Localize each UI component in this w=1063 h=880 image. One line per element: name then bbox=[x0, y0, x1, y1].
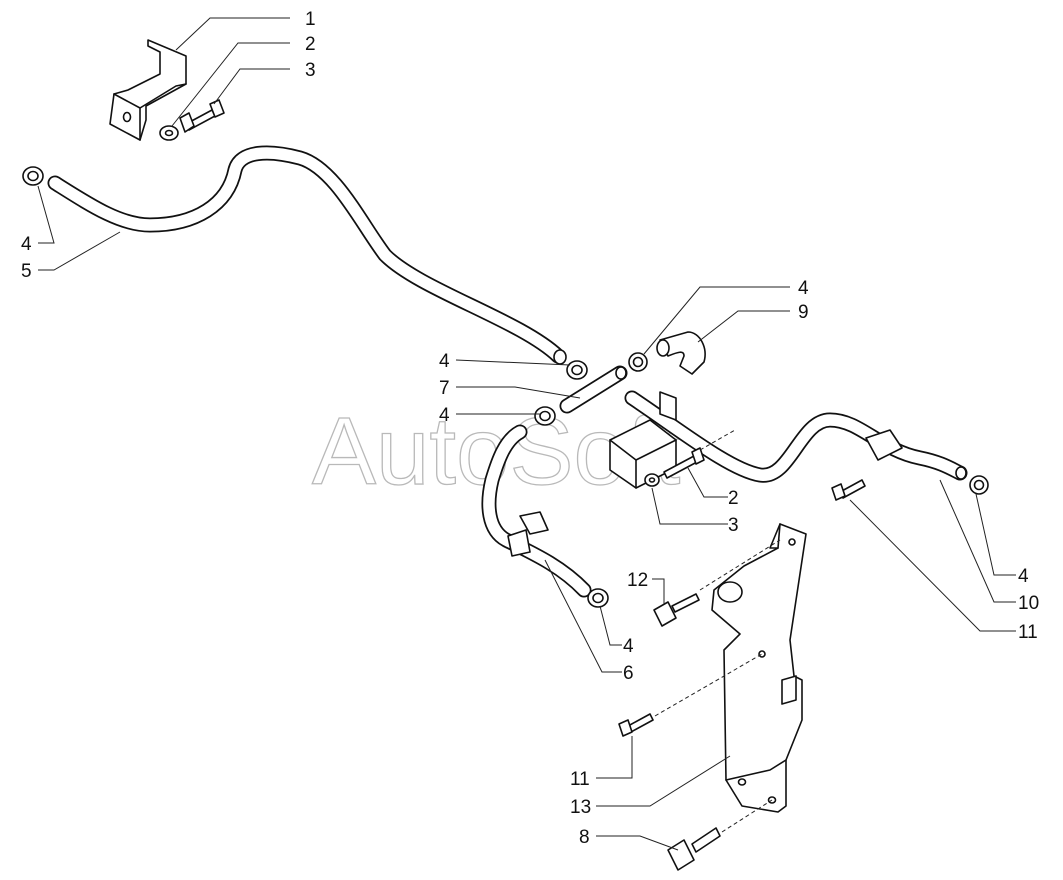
callout-2-center: 2 bbox=[728, 488, 739, 509]
alignment-line-bolt-12 bbox=[699, 539, 781, 591]
washer-part-2-center bbox=[644, 473, 660, 487]
bolt-part-3-center bbox=[663, 447, 705, 479]
mounting-plate-part-13 bbox=[711, 523, 807, 813]
callout-8: 8 bbox=[579, 827, 590, 848]
callout-3-center: 3 bbox=[728, 515, 739, 536]
callout-4-center-b: 4 bbox=[439, 405, 450, 426]
callout-3-top: 3 bbox=[305, 60, 316, 81]
hose-part-5 bbox=[47, 145, 567, 365]
callout-4-center-a: 4 bbox=[439, 351, 450, 372]
callout-2-top: 2 bbox=[305, 34, 316, 55]
bolt-part-11-right bbox=[831, 479, 866, 501]
bolt-part-3-top bbox=[179, 99, 225, 133]
callout-4-left: 4 bbox=[21, 234, 32, 255]
callout-10: 10 bbox=[1018, 593, 1039, 614]
hose-part-6 bbox=[481, 424, 592, 598]
callout-1: 1 bbox=[305, 9, 316, 30]
alignment-line-bolt-8 bbox=[721, 799, 773, 833]
pipe-part-10 bbox=[624, 390, 968, 483]
hose-clamp-part-4-b bbox=[566, 360, 588, 380]
callout-5: 5 bbox=[21, 261, 32, 282]
bolt-part-8 bbox=[667, 827, 721, 871]
leader-lines bbox=[37, 17, 1016, 851]
bolt-part-12 bbox=[653, 593, 700, 627]
callout-7: 7 bbox=[439, 378, 450, 399]
tube-part-7 bbox=[559, 365, 628, 414]
hose-clamp-part-4-c bbox=[628, 352, 648, 372]
callout-6: 6 bbox=[623, 663, 634, 684]
washer-part-2-top bbox=[159, 125, 179, 141]
center-mounting-block bbox=[609, 391, 677, 489]
hose-clamp-part-4-a bbox=[22, 166, 44, 186]
callout-4-lower: 4 bbox=[623, 636, 634, 657]
elbow-part-9 bbox=[656, 331, 706, 375]
hose-clamp-part-4-f bbox=[969, 475, 989, 495]
callout-11-right: 11 bbox=[1018, 622, 1038, 643]
bracket-part-1 bbox=[109, 39, 187, 141]
hose-clamp-part-4-d bbox=[534, 406, 556, 426]
callout-13: 13 bbox=[570, 797, 591, 818]
callout-11-lower: 11 bbox=[570, 769, 590, 790]
callout-12: 12 bbox=[627, 570, 648, 591]
callout-4-right: 4 bbox=[1018, 566, 1029, 587]
bolt-part-11-lower bbox=[618, 713, 654, 737]
hose-clamp-part-4-e bbox=[587, 588, 609, 608]
callout-4-upper-right: 4 bbox=[798, 278, 809, 299]
callout-9: 9 bbox=[798, 302, 809, 323]
